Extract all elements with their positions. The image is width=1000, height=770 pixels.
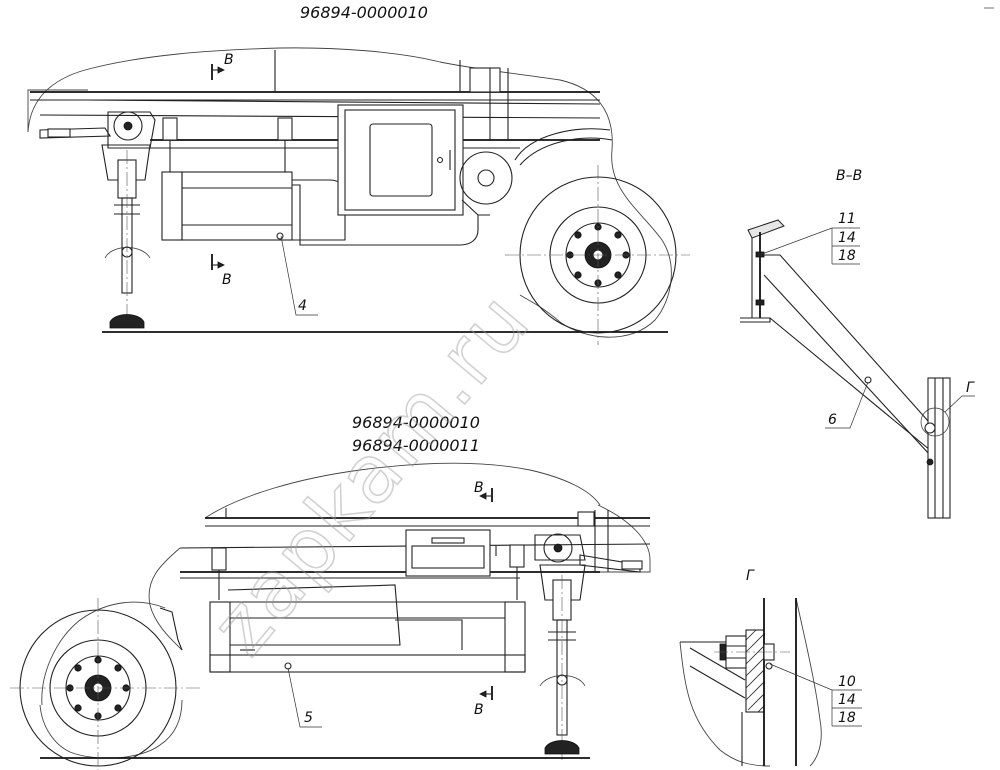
section-mark-bottom-upper: В [474, 480, 484, 496]
position-number-6: 6 [828, 412, 837, 428]
leader-line-5 [287, 667, 322, 728]
section-mark-bottom-lower: В [474, 702, 484, 718]
watermark: zapkam.ru [193, 275, 548, 672]
section-mark-top-upper: В [224, 52, 234, 68]
callout-detail-1: 10 [838, 674, 856, 690]
section-v-v: В–В Г 11 14 18 6 [740, 168, 975, 519]
callout-section-2: 14 [838, 230, 856, 246]
bottom-view: 96894-0000010 96894-0000011 [10, 413, 651, 770]
top-break-outline [27, 47, 672, 338]
section-title-v-v: В–В [836, 168, 862, 184]
callout-detail-2: 14 [838, 692, 856, 708]
callout-section-1: 11 [838, 211, 856, 227]
callout-section-3: 18 [838, 248, 856, 264]
position-number-5: 5 [304, 710, 313, 726]
detail-callout-g: Г [966, 380, 975, 396]
leader-line-4 [280, 235, 318, 316]
bottom-drawing-code-1: 96894-0000010 [352, 413, 480, 432]
callout-detail-3: 18 [838, 710, 856, 726]
leader-line-6 [825, 381, 869, 429]
top-drawing-code: 96894-0000010 [300, 3, 428, 22]
bottom-drawing-code-2: 96894-0000011 [352, 436, 480, 455]
position-number-4: 4 [298, 298, 307, 314]
section-mark-top-lower: В [222, 272, 232, 288]
top-view: 96894-0000010 [27, 3, 690, 345]
detail-g: Г 10 14 18 [679, 568, 862, 767]
detail-title-g: Г [746, 568, 755, 584]
